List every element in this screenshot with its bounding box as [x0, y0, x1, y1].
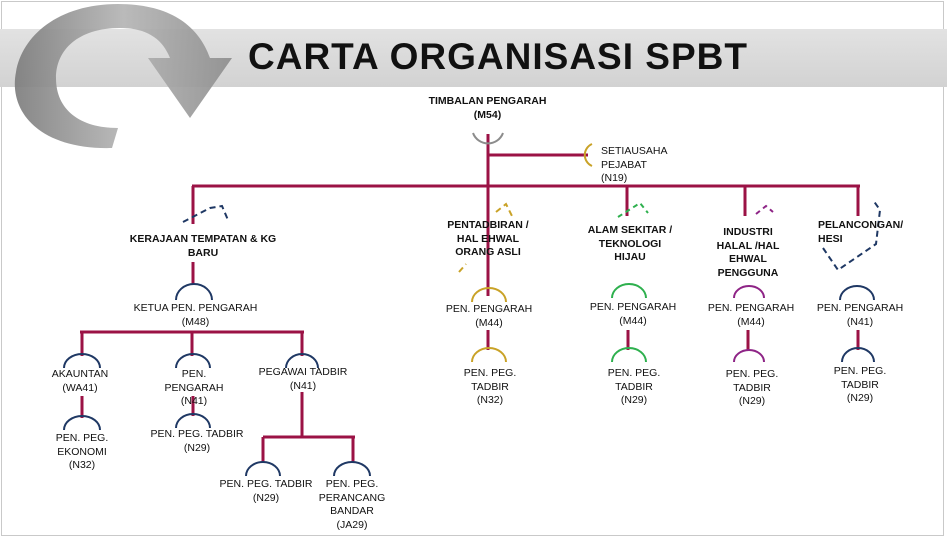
- node-title: PEN. PENGARAH: [589, 301, 677, 313]
- node-pent-pen-pengarah: PEN. PENGARAH (M44): [436, 303, 542, 330]
- marker-pel-pp: [839, 285, 875, 301]
- connector-lines: [80, 134, 860, 462]
- node-title: KETUA PEN. PENGARAH: [133, 302, 258, 314]
- marker-ppt-left: [175, 413, 211, 429]
- node-setiausaha-pejabat: SETIAUSAHA PEJABAT (N19): [601, 145, 691, 186]
- node-title: PEN. PENGARAH: [707, 302, 795, 314]
- node-grade: (N32): [68, 459, 96, 471]
- marker-setiausaha: [583, 143, 593, 167]
- node-ketua-pen-pengarah: KETUA PEN. PENGARAH (M48): [128, 302, 263, 329]
- node-title: PEN. PEG. PERANCANG BANDAR: [318, 478, 386, 517]
- marker-alam-ppt: [611, 347, 647, 363]
- node-grade: (JA29): [336, 518, 368, 531]
- page-title: CARTA ORGANISASI SPBT: [248, 36, 748, 77]
- node-ind-pen-peg-tadbir: PEN. PEG. TADBIR (N29): [710, 368, 794, 409]
- unit-industri-halal: INDUSTRI HALAL /HAL EHWAL PENGGUNA: [698, 226, 798, 280]
- node-title: PEN. PEG. TADBIR: [219, 478, 313, 490]
- node-grade: (M44): [737, 315, 765, 328]
- node-pel-pen-pengarah: PEN. PENGARAH (N41): [808, 302, 912, 329]
- marker-alam-pp: [611, 283, 647, 299]
- node-grade: (M44): [619, 314, 647, 327]
- marker-pentadbiran: [495, 202, 513, 217]
- marker-pent-ppt: [471, 347, 507, 363]
- node-grade: (N32): [476, 394, 504, 406]
- node-title: PEN. PENGARAH: [816, 302, 904, 314]
- marker-alam: [617, 201, 649, 218]
- unit-alam-sekitar: ALAM SEKITAR / TEKNOLOGI HIJAU: [574, 224, 686, 265]
- node-title: AKAUNTAN: [51, 368, 109, 380]
- marker-perancang: [333, 461, 371, 477]
- position-markers: [63, 132, 882, 477]
- marker-timbalan-pengarah: [472, 132, 504, 145]
- unit-pelancongan: PELANCONGAN/ HESI: [818, 219, 918, 246]
- node-grade: (N29): [620, 394, 648, 406]
- node-pen-peg-ekonomi: PEN. PEG. EKONOMI (N32): [40, 432, 124, 473]
- node-title: PEN. PEG. TADBIR: [833, 365, 887, 391]
- marker-ketua: [175, 283, 213, 301]
- marker-akauntan: [63, 353, 101, 369]
- node-grade: (N29): [846, 392, 874, 404]
- node-pen-peg-tadbir-left: PEN. PEG. TADBIR (N29): [145, 428, 249, 455]
- node-title: PEGAWAI TADBIR: [258, 366, 348, 378]
- marker-pelancongan: [822, 199, 882, 272]
- marker-kerajaan: [182, 204, 229, 223]
- node-title: TIMBALAN PENGARAH: [428, 95, 547, 107]
- node-title: PEN. PEG. TADBIR: [150, 428, 244, 440]
- marker-ppt-bottom: [245, 461, 281, 477]
- marker-pegawai-tadbir: [285, 353, 319, 369]
- marker-pent-pp: [471, 287, 507, 303]
- node-grade: (M44): [475, 316, 503, 329]
- node-title: SETIAUSAHA PEJABAT: [601, 145, 668, 171]
- marker-pen-pengarah: [175, 353, 211, 369]
- node-ind-pen-pengarah: PEN. PENGARAH (M44): [698, 302, 804, 329]
- node-grade: (M48): [181, 315, 210, 328]
- marker-pel-ppt: [841, 347, 875, 363]
- marker-pentadbiran-low: [458, 263, 467, 273]
- node-pen-pengarah-n41: PEN. PENGARAH (N41): [154, 368, 234, 409]
- unit-title: KERAJAAN TEMPATAN & KG BARU: [129, 233, 277, 259]
- node-pegawai-tadbir: PEGAWAI TADBIR (N41): [250, 366, 356, 393]
- marker-ind-pp: [733, 285, 765, 299]
- node-grade: (WA41): [62, 381, 98, 394]
- unit-kerajaan-tempatan: KERAJAAN TEMPATAN & KG BARU: [118, 233, 288, 260]
- node-timbalan-pengarah: TIMBALAN PENGARAH (M54): [420, 95, 555, 122]
- node-pel-pen-peg-tadbir: PEN. PEG. TADBIR (N29): [818, 365, 902, 406]
- node-akauntan: AKAUNTAN (WA41): [40, 368, 120, 395]
- node-grade: (N19): [601, 172, 628, 184]
- node-grade: (N29): [738, 395, 766, 407]
- node-grade: (N41): [846, 315, 874, 328]
- unit-title: INDUSTRI HALAL /HAL EHWAL PENGGUNA: [716, 226, 780, 279]
- node-title: PEN. PENGARAH: [445, 303, 533, 315]
- node-title: PEN. PENGARAH: [164, 368, 224, 394]
- node-grade: (N29): [252, 491, 280, 504]
- node-pen-peg-perancang-bandar: PEN. PEG. PERANCANG BANDAR (JA29): [306, 478, 398, 532]
- unit-title: PENTADBIRAN / HAL EHWAL ORANG ASLI: [447, 219, 529, 258]
- node-alam-pen-pengarah: PEN. PENGARAH (M44): [580, 301, 686, 328]
- marker-ind-ppt: [733, 349, 765, 363]
- node-title: PEN. PEG. EKONOMI: [55, 432, 109, 458]
- circular-arrow-graphic: [14, 4, 232, 149]
- marker-industri: [755, 204, 774, 215]
- node-title: PEN. PEG. TADBIR: [607, 367, 661, 393]
- unit-pentadbiran: PENTADBIRAN / HAL EHWAL ORANG ASLI: [432, 219, 544, 260]
- unit-title: ALAM SEKITAR / TEKNOLOGI HIJAU: [587, 224, 673, 263]
- node-grade: (N29): [183, 441, 211, 454]
- marker-ekonomi: [63, 415, 101, 431]
- node-alam-pen-peg-tadbir: PEN. PEG. TADBIR (N29): [592, 367, 676, 408]
- node-grade: (M54): [473, 108, 502, 121]
- node-pen-peg-tadbir-bottom: PEN. PEG. TADBIR (N29): [214, 478, 318, 505]
- node-title: PEN. PEG. TADBIR: [463, 367, 517, 393]
- node-grade: (N41): [289, 379, 317, 392]
- node-grade: (N41): [180, 395, 208, 407]
- unit-title: PELANCONGAN/ HESI: [818, 219, 904, 245]
- node-pent-pen-peg-tadbir: PEN. PEG. TADBIR (N32): [448, 367, 532, 408]
- node-title: PEN. PEG. TADBIR: [725, 368, 779, 394]
